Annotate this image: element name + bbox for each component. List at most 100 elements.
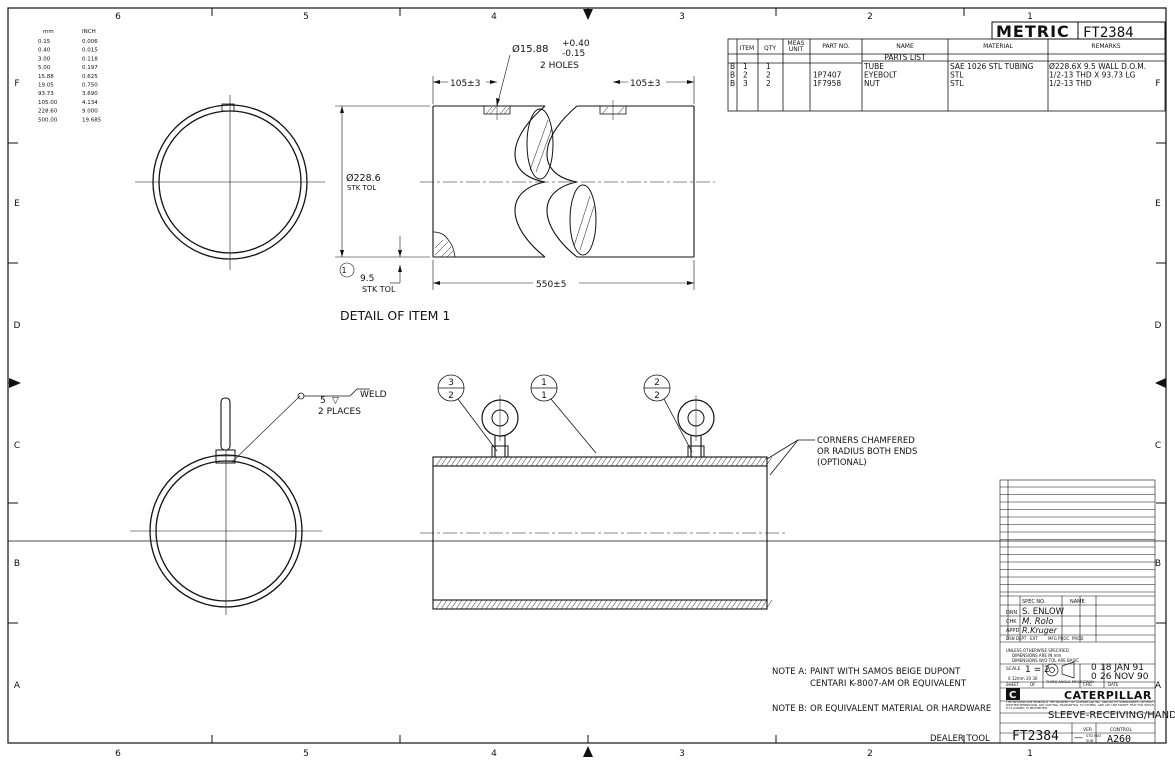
hatch-line bbox=[555, 599, 563, 610]
hatch-line bbox=[615, 599, 623, 610]
hatch-line bbox=[765, 456, 773, 467]
hatch-line bbox=[485, 456, 493, 467]
conversion-inch-value: 0.118 bbox=[82, 56, 98, 62]
tb-date-1: 26 NOV 90 bbox=[1100, 672, 1149, 682]
center-mark-right bbox=[1155, 378, 1166, 388]
tb-dsn-dept: DSN DEPT bbox=[1006, 636, 1027, 641]
hatch-line bbox=[755, 599, 763, 610]
hatch-line bbox=[550, 599, 558, 610]
parts-cell-rev: B bbox=[730, 71, 735, 80]
general-notes: NOTE A: PAINT WITH SAMOS BEIGE DUPONT CE… bbox=[772, 667, 991, 744]
corner-note: CORNERS CHAMFERED OR RADIUS BOTH ENDS (O… bbox=[817, 436, 917, 468]
hatch-line bbox=[740, 599, 748, 610]
dim-tube-length: 550±5 bbox=[536, 280, 566, 290]
conversion-mm-value: 19.05 bbox=[38, 83, 54, 89]
assembly-balloons bbox=[437, 374, 815, 476]
note-b-label: NOTE B: bbox=[772, 704, 807, 714]
hatch-line bbox=[595, 456, 603, 467]
parts-cell-item: 1 bbox=[743, 62, 748, 71]
weld-label: WELD bbox=[360, 390, 387, 400]
dealer-tool-label: DEALER TOOL bbox=[930, 734, 990, 744]
hatch-line bbox=[505, 456, 513, 467]
detail-arrowheads bbox=[340, 80, 694, 285]
hatch-line bbox=[680, 599, 688, 610]
dim-hole-diameter: Ø15.88 bbox=[512, 43, 549, 55]
hatch-section bbox=[434, 106, 625, 258]
corner-note-line: CORNERS CHAMFERED bbox=[817, 436, 915, 446]
conversion-inch-value: 0.625 bbox=[82, 74, 98, 80]
hatch-line bbox=[525, 456, 533, 467]
hatch-line bbox=[700, 456, 708, 467]
tb-scale-value: 1 = 2 bbox=[1025, 665, 1050, 675]
balloon-nut-item: 3 bbox=[448, 378, 454, 388]
tb-prod: PROD bbox=[1072, 636, 1083, 641]
hatch-line bbox=[530, 456, 538, 467]
zone-row-label: E bbox=[14, 199, 20, 209]
tb-checker-signature: M. Rolo bbox=[1022, 617, 1053, 627]
hatch-line bbox=[760, 456, 768, 467]
hatch-line bbox=[565, 599, 573, 610]
banner-drawing-number: FT2384 bbox=[1083, 25, 1134, 41]
conversion-inch-value: 4.134 bbox=[82, 100, 98, 106]
hatch-line bbox=[665, 599, 673, 610]
tb-tol-line: DIMENSIONS ARE IN mm bbox=[1012, 653, 1062, 658]
hatch-line bbox=[585, 456, 593, 467]
hatch-line bbox=[475, 599, 483, 610]
weld-size: 5 bbox=[320, 396, 326, 406]
detail-dimension-text: 105±3 105±3 Ø15.88 +0.40 -0.15 2 HOLES Ø… bbox=[340, 39, 666, 323]
hatch-line bbox=[560, 456, 568, 467]
zone-col-label: 4 bbox=[491, 749, 497, 759]
hatch-line bbox=[490, 599, 498, 610]
zone-col-label: 2 bbox=[867, 749, 873, 759]
parts-header-qty: QTY bbox=[764, 45, 776, 52]
hatch-line bbox=[460, 456, 468, 467]
hatch-line bbox=[725, 456, 733, 467]
detail-dimensions bbox=[335, 54, 695, 290]
balloon-tube-qty: 1 bbox=[541, 391, 547, 401]
hatch-line bbox=[440, 456, 448, 467]
parts-cell-part-no: 1P7407 bbox=[813, 71, 842, 80]
zone-labels: 6 5 4 3 2 1 6 5 4 3 2 1 F E D C B A F E … bbox=[14, 12, 1162, 759]
hatch-line bbox=[715, 599, 723, 610]
hatch-line bbox=[575, 456, 583, 467]
zone-row-label: C bbox=[1155, 441, 1161, 451]
hatch-line bbox=[515, 456, 523, 467]
tb-appd-label: APPD bbox=[1006, 628, 1019, 634]
hatch-line bbox=[545, 599, 553, 610]
hatch-line bbox=[610, 456, 618, 467]
hatch-line bbox=[560, 599, 568, 610]
hatch-line bbox=[525, 599, 533, 610]
hatch-line bbox=[570, 456, 578, 467]
caterpillar-logo-icon: C bbox=[1006, 688, 1020, 701]
hatch-line bbox=[570, 599, 578, 610]
parts-cell-item: 2 bbox=[743, 71, 748, 80]
hatch-line bbox=[510, 599, 518, 610]
tb-legal-notice: THE INFORMATION HEREON IS THE PROPERTY O… bbox=[1006, 701, 1154, 711]
tb-projection: THIRD ANGLE PROJECTION bbox=[1045, 680, 1094, 684]
hatch-line bbox=[495, 599, 503, 610]
parts-cell-remarks: 1/2-13 THD bbox=[1049, 79, 1092, 88]
zone-row-label: A bbox=[1155, 681, 1162, 691]
hatch-line bbox=[690, 456, 698, 467]
hatch-line bbox=[505, 599, 513, 610]
hatch-line bbox=[685, 456, 693, 467]
hatch-line bbox=[755, 456, 763, 467]
parts-cell-remarks: Ø228.6X 9.5 WALL D.O.M. bbox=[1049, 62, 1146, 71]
detail-tube-side-view bbox=[420, 100, 715, 258]
zone-col-label: 4 bbox=[491, 12, 497, 22]
title-block-text: SPEC NO. NAME DRN S. ENLOW CHK M. Rolo A… bbox=[1006, 599, 1175, 745]
hatch-line bbox=[625, 456, 633, 467]
hatch-line bbox=[760, 599, 768, 610]
hatch-line bbox=[630, 456, 638, 467]
tb-sub: SUB bbox=[1086, 739, 1094, 743]
hatch-line bbox=[580, 599, 588, 610]
parts-header-name: NAME bbox=[896, 43, 914, 50]
hatch-line bbox=[645, 456, 653, 467]
hatch-line bbox=[735, 599, 743, 610]
parts-cell-name: TUBE bbox=[863, 62, 884, 71]
balloon-eyebolt-item: 2 bbox=[654, 378, 660, 388]
hatch-line bbox=[685, 599, 693, 610]
zone-col-label: 1 bbox=[1027, 749, 1033, 759]
hatch-line bbox=[480, 456, 488, 467]
note-a-label: NOTE A: bbox=[772, 667, 807, 677]
